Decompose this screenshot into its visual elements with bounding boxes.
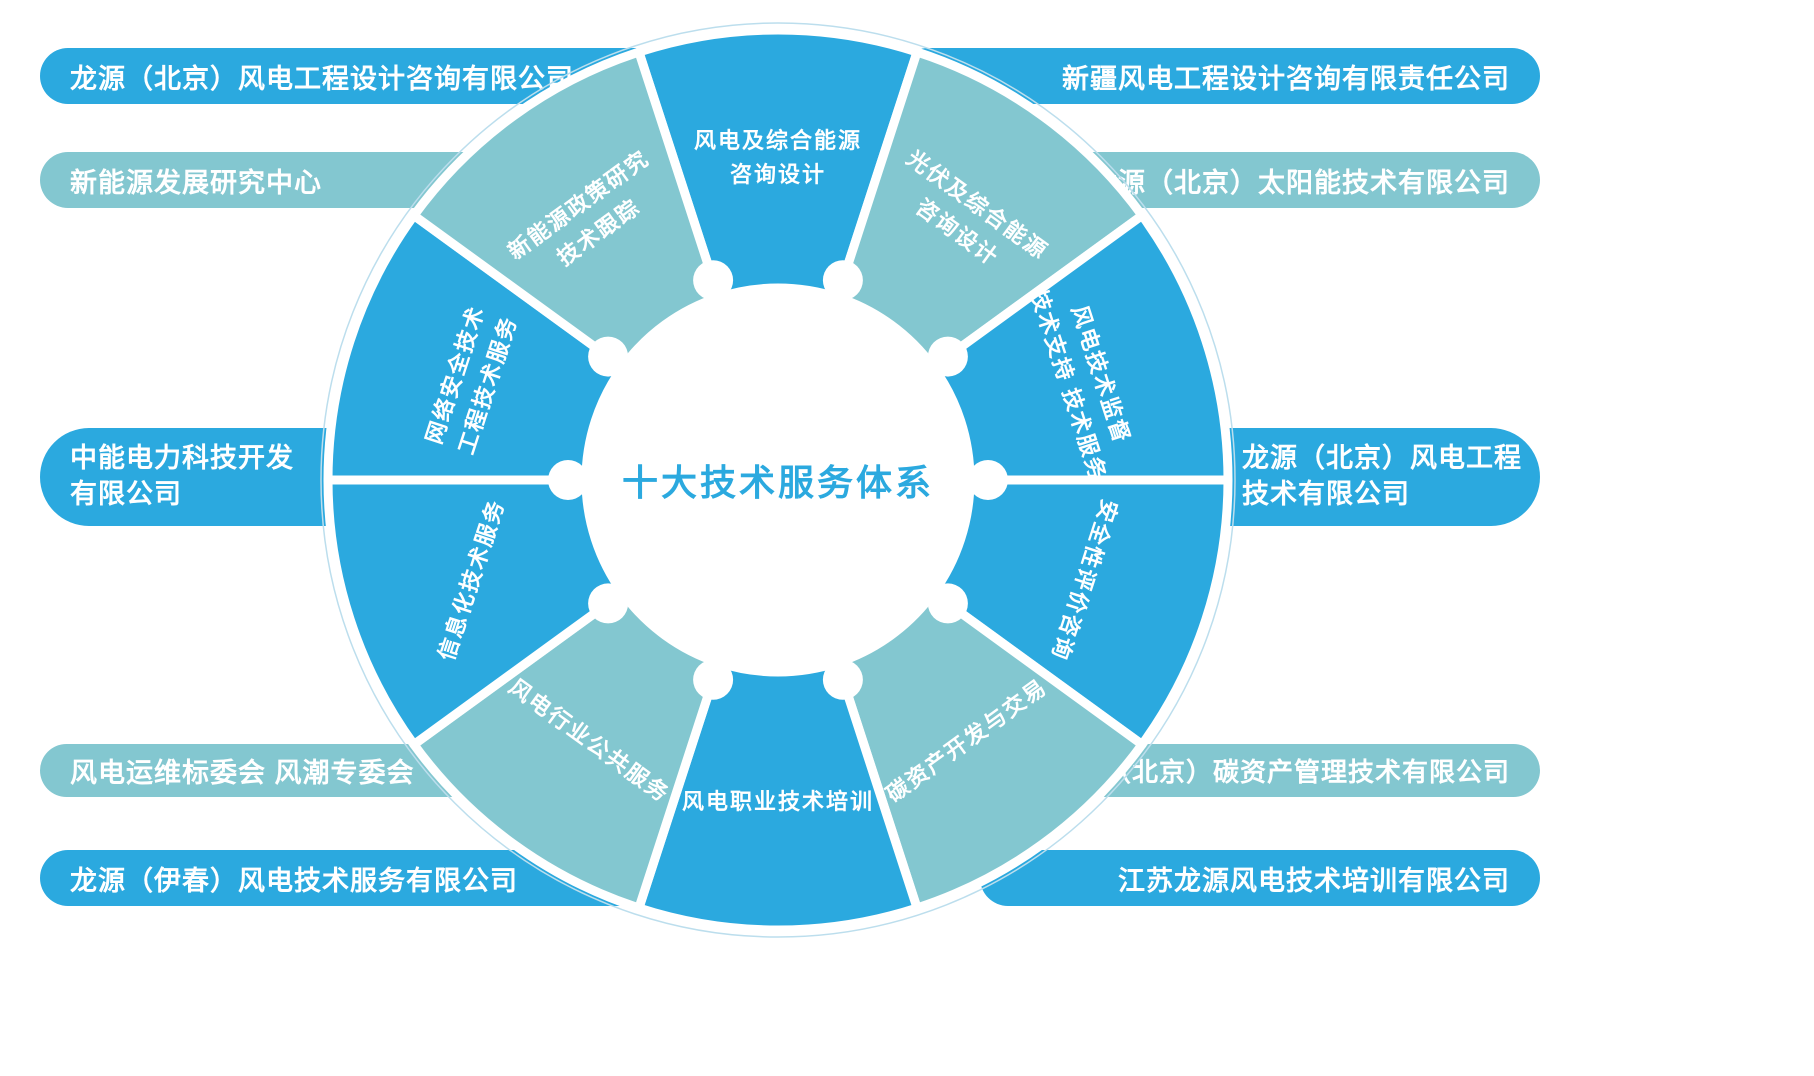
- org-pill-label: 中能电力科技开发 有限公司: [70, 443, 294, 509]
- boundary-dot: [548, 460, 588, 500]
- wheel-segment-informatization-tech-service: [323, 475, 628, 749]
- service-wheel: 风电及综合能源咨询设计光伏及综合能源咨询设计风电技术监督技术支持 技术服务安全性…: [298, 0, 1258, 960]
- org-pill-right-5: 江苏龙源风电技术培训有限公司: [980, 850, 1540, 906]
- org-pill-label: 新疆风电工程设计咨询有限责任公司: [1062, 63, 1510, 94]
- wheel-svg: [320, 22, 1236, 938]
- org-pill-label: 龙源（北京）风电工程 技术有限公司: [1242, 443, 1522, 509]
- boundary-dot: [693, 260, 734, 301]
- boundary-dot: [588, 583, 629, 624]
- wheel-segment-wind-tech-supervision: [928, 211, 1233, 485]
- org-pill-right-3: 龙源（北京）风电工程 技术有限公司: [1180, 428, 1540, 526]
- boundary-dot: [693, 659, 734, 700]
- outer-ring: [320, 22, 1236, 938]
- wheel-segment-wind-vocational-training: [634, 658, 922, 935]
- wheel-segment-carbon-asset-trading: [832, 588, 1147, 913]
- boundary-dot: [588, 336, 629, 377]
- boundary-dot: [822, 659, 863, 700]
- wheel-segment-network-security-engineering: [323, 211, 628, 485]
- org-pill-label: 江苏龙源风电技术培训有限公司: [1118, 865, 1510, 896]
- wheel-segment-wind-industry-public-service: [409, 588, 724, 913]
- boundary-dot: [927, 336, 968, 377]
- org-pill-label: 新能源发展研究中心: [70, 167, 322, 198]
- wheel-center-title: 十大技术服务体系: [621, 462, 935, 503]
- org-pill-label: 龙源（北京）风电工程设计咨询有限公司: [70, 63, 574, 94]
- wheel-segment-safety-evaluation-consulting: [928, 475, 1233, 749]
- wheel-segment-pv-energy-consulting-design: [832, 47, 1147, 372]
- wheel-segment-new-energy-policy-research: [409, 47, 724, 372]
- boundary-dot: [968, 460, 1008, 500]
- boundary-dot: [822, 260, 863, 301]
- boundary-dot: [927, 583, 968, 624]
- org-pill-label: 风电运维标委会 风潮专委会: [70, 758, 415, 788]
- wheel-segment-wind-energy-consulting-design: [634, 25, 922, 302]
- org-pill-label: 龙源（伊春）风电技术服务有限公司: [70, 865, 518, 896]
- org-pill-label: 龙源（北京）太阳能技术有限公司: [1090, 167, 1510, 198]
